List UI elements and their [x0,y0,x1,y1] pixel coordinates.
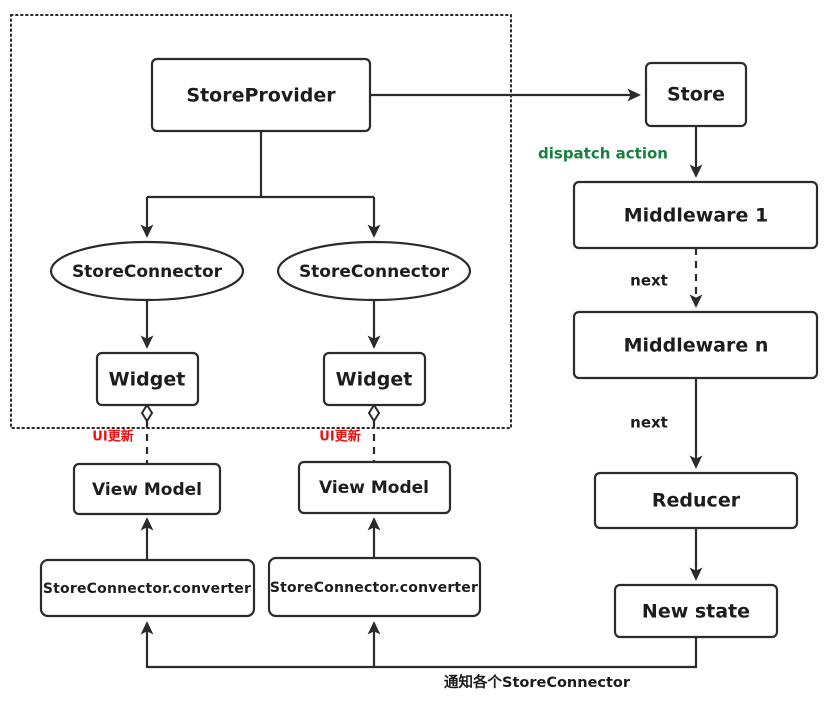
node-new-state[interactable] [613,583,779,639]
node-widget-right-label: Widget [336,369,413,391]
edge-label-next-1: next [630,272,668,290]
node-widget-left-label: Widget [109,369,186,391]
node-converter-left-label: StoreConnector.converter [43,581,251,597]
edge-label-next-2: next [630,414,668,432]
aggregation-diamond-right [367,403,381,423]
node-view-model-left[interactable] [72,462,222,516]
node-middleware-n[interactable] [572,310,819,380]
node-view-model-right[interactable] [297,460,452,515]
node-store[interactable] [644,61,748,128]
node-new-state-label: New state [642,601,750,623]
node-middleware-1[interactable] [572,180,819,250]
node-store-connector-left-label: StoreConnector [72,262,223,282]
node-widget-right[interactable] [322,351,427,407]
node-store-connector-right[interactable] [276,240,472,302]
node-middleware-1-label: Middleware 1 [624,205,769,227]
edge-label-dispatch-action: dispatch action [538,145,668,163]
node-converter-right-label: StoreConnector.converter [270,580,478,596]
edge-newstate-to-converter-left [140,621,698,669]
node-store-provider-label: StoreProvider [186,85,336,107]
node-widget-left[interactable] [95,351,200,407]
aggregation-diamond-left [140,403,154,423]
node-reducer-label: Reducer [652,490,741,512]
node-view-model-left-label: View Model [92,480,202,500]
node-store-connector-right-label: StoreConnector [299,262,450,282]
edge-label-ui-update-right: UI更新 [319,429,360,445]
node-middleware-n-label: Middleware n [624,335,769,357]
node-store-label: Store [667,84,725,106]
node-converter-right[interactable] [267,556,482,618]
node-store-provider[interactable] [150,57,372,133]
node-converter-left[interactable] [39,558,256,618]
edge-label-ui-update-left: UI更新 [92,429,133,445]
widget-tree-group-boundary [10,14,512,429]
node-view-model-right-label: View Model [319,478,429,498]
node-reducer[interactable] [593,471,799,530]
edge-label-notify-connectors: 通知各个StoreConnector [444,673,631,691]
node-store-connector-left[interactable] [49,240,245,302]
